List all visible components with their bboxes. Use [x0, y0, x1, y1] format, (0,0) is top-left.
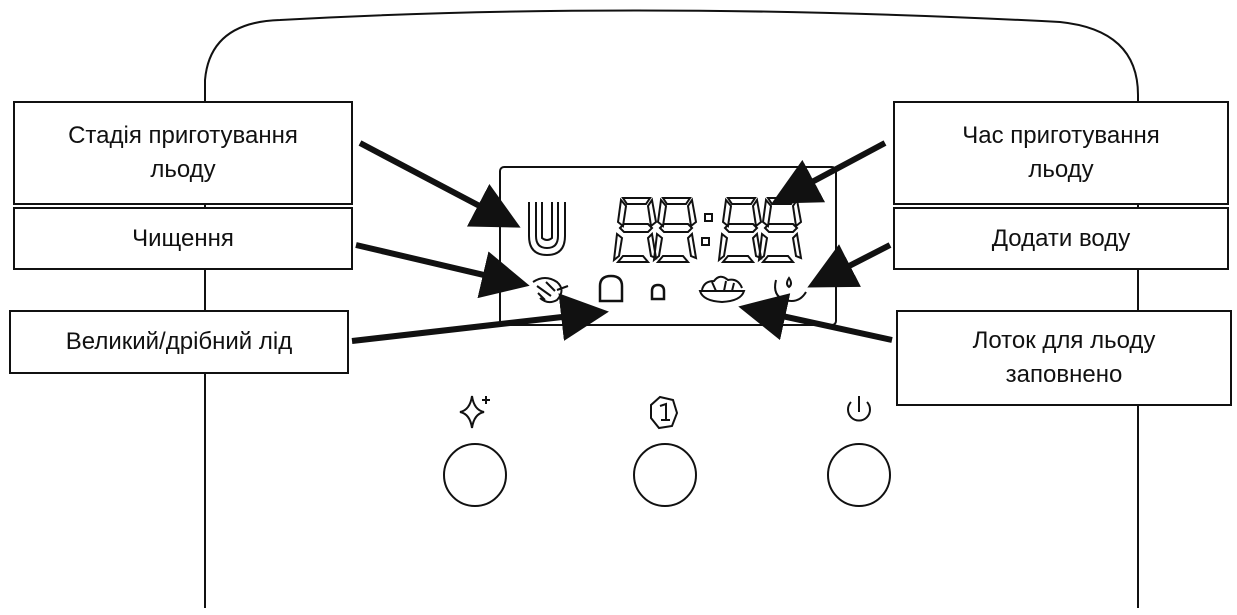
- callout-ice-size-text: Великий/дрібний лід: [65, 328, 293, 355]
- ice-cube-icon: [650, 395, 679, 430]
- callout-ice-stage-text: Стадія приготування льоду: [68, 122, 298, 183]
- callout-tray-full-text: Лоток для льоду заповнено: [972, 327, 1156, 388]
- callout-ice-time: Час приготування льоду: [893, 101, 1229, 205]
- callout-tray-full: Лоток для льоду заповнено: [896, 310, 1232, 406]
- callout-ice-size: Великий/дрібний лід: [9, 310, 349, 374]
- ice-stage-icon: [528, 202, 566, 257]
- callout-ice-stage: Стадія приготування льоду: [13, 101, 353, 205]
- appliance-housing: [204, 9, 1139, 608]
- digit-4: [757, 197, 803, 263]
- digit-3: [717, 197, 763, 263]
- colon-top: [704, 213, 713, 222]
- digit-2: [652, 197, 698, 263]
- arrow-ice-time: [771, 140, 887, 204]
- tray-full-icon: [698, 275, 746, 304]
- time-display: [612, 197, 803, 263]
- sparkle-button[interactable]: [443, 443, 507, 507]
- arrow-add-water: [807, 242, 892, 288]
- arrow-ice-size: [351, 293, 609, 344]
- small-ice-icon: [650, 283, 666, 301]
- ice-cube-button[interactable]: [633, 443, 697, 507]
- cleaning-icon: [532, 277, 569, 304]
- callout-ice-time-text: Час приготування льоду: [962, 122, 1160, 183]
- arrow-ice-stage: [358, 140, 521, 228]
- colon-bottom: [701, 237, 710, 246]
- callout-add-water: Додати воду: [893, 207, 1229, 270]
- sparkle-icon: [459, 395, 490, 429]
- add-water-icon: [774, 276, 807, 302]
- callout-cleaning: Чищення: [13, 207, 353, 270]
- digit-1: [612, 197, 658, 263]
- callout-add-water-text: Додати воду: [991, 224, 1131, 252]
- arrow-cleaning: [355, 242, 530, 299]
- large-ice-icon: [598, 274, 624, 303]
- power-button[interactable]: [827, 443, 891, 507]
- arrow-tray-full: [738, 293, 893, 343]
- callout-arrows: [351, 140, 893, 344]
- callout-cleaning-text: Чищення: [132, 224, 234, 252]
- power-icon: [847, 396, 871, 422]
